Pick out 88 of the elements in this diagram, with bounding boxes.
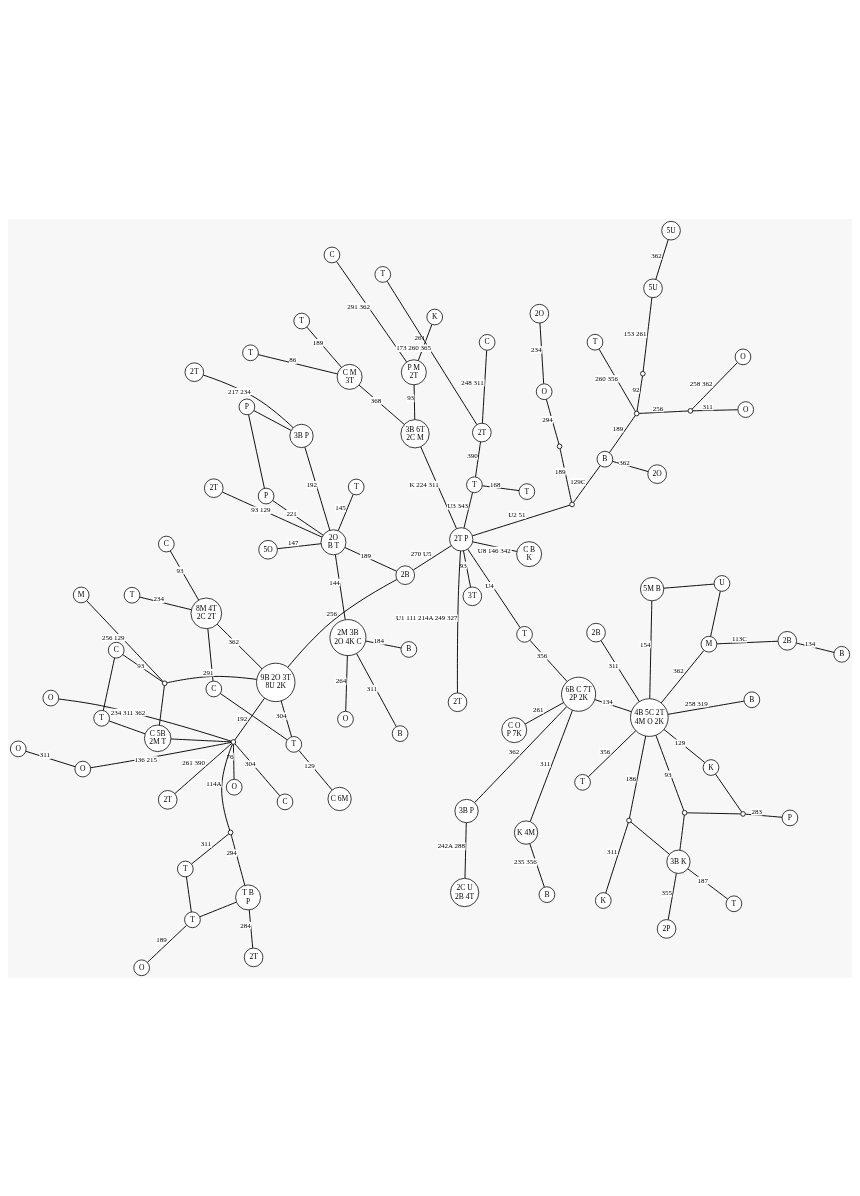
connector (660, 649, 705, 703)
connector (529, 709, 573, 822)
connector (716, 640, 779, 644)
connector (475, 440, 481, 477)
connector (692, 408, 739, 411)
connector (234, 743, 281, 796)
connector (587, 729, 637, 777)
connector (336, 260, 408, 363)
connector (539, 322, 545, 384)
connector (472, 504, 571, 536)
connector (185, 875, 192, 912)
connector (248, 908, 254, 948)
connector (337, 493, 354, 531)
connector (199, 901, 237, 917)
connector (638, 410, 689, 414)
connector (649, 600, 653, 699)
connector (413, 383, 416, 420)
node-circle (626, 817, 632, 823)
node-circle (687, 407, 694, 414)
connector (345, 654, 348, 712)
connector (745, 813, 783, 818)
node-circle (740, 810, 746, 817)
connector (221, 491, 323, 538)
node-circle (633, 410, 640, 416)
connector (86, 600, 164, 682)
connector (356, 652, 397, 727)
node-circle (681, 809, 688, 815)
connector (306, 326, 342, 368)
connector (191, 833, 230, 864)
connector (481, 484, 520, 491)
connector (630, 821, 670, 855)
connector (663, 728, 706, 763)
connector (463, 550, 471, 587)
connector (58, 698, 232, 742)
connector (202, 374, 294, 428)
connector (687, 867, 729, 899)
connector (663, 583, 715, 589)
connector (122, 653, 164, 682)
connector (365, 640, 402, 648)
connector (464, 821, 467, 879)
connector (529, 842, 545, 888)
connector (417, 323, 433, 361)
connector (207, 627, 214, 681)
connector (158, 684, 165, 725)
connector (456, 550, 461, 693)
connector (358, 384, 405, 425)
connector (524, 701, 565, 725)
connector (481, 349, 488, 424)
connector (170, 738, 232, 742)
connector (667, 872, 677, 920)
connector (573, 464, 601, 503)
connector (686, 811, 742, 814)
node-circle (227, 829, 234, 835)
connector (600, 639, 640, 702)
connector (102, 656, 116, 711)
connector (545, 398, 560, 444)
connector (169, 550, 200, 601)
connector (796, 642, 835, 653)
connector (298, 749, 333, 790)
connector (629, 735, 647, 819)
connector (272, 499, 324, 536)
connector (655, 238, 669, 280)
connector (334, 553, 346, 620)
connector (108, 720, 146, 734)
connector (636, 375, 643, 412)
connector (253, 409, 292, 431)
connector (715, 773, 743, 812)
connector (642, 296, 653, 372)
node-circle (556, 443, 563, 449)
node-circle (640, 370, 646, 376)
connector (420, 445, 457, 529)
connector (463, 491, 474, 528)
connector (679, 814, 685, 850)
connector (146, 924, 188, 963)
connector (386, 280, 478, 425)
connector (216, 623, 263, 669)
node-circle (230, 738, 237, 745)
connector (166, 675, 258, 683)
connector (710, 590, 721, 637)
connector (248, 413, 265, 489)
connector (598, 348, 636, 412)
node-circle (161, 680, 168, 686)
node-circle (569, 501, 575, 507)
connector (276, 542, 322, 549)
connector (559, 447, 572, 502)
connector (529, 639, 568, 682)
connector (232, 743, 235, 780)
connector (344, 546, 398, 572)
